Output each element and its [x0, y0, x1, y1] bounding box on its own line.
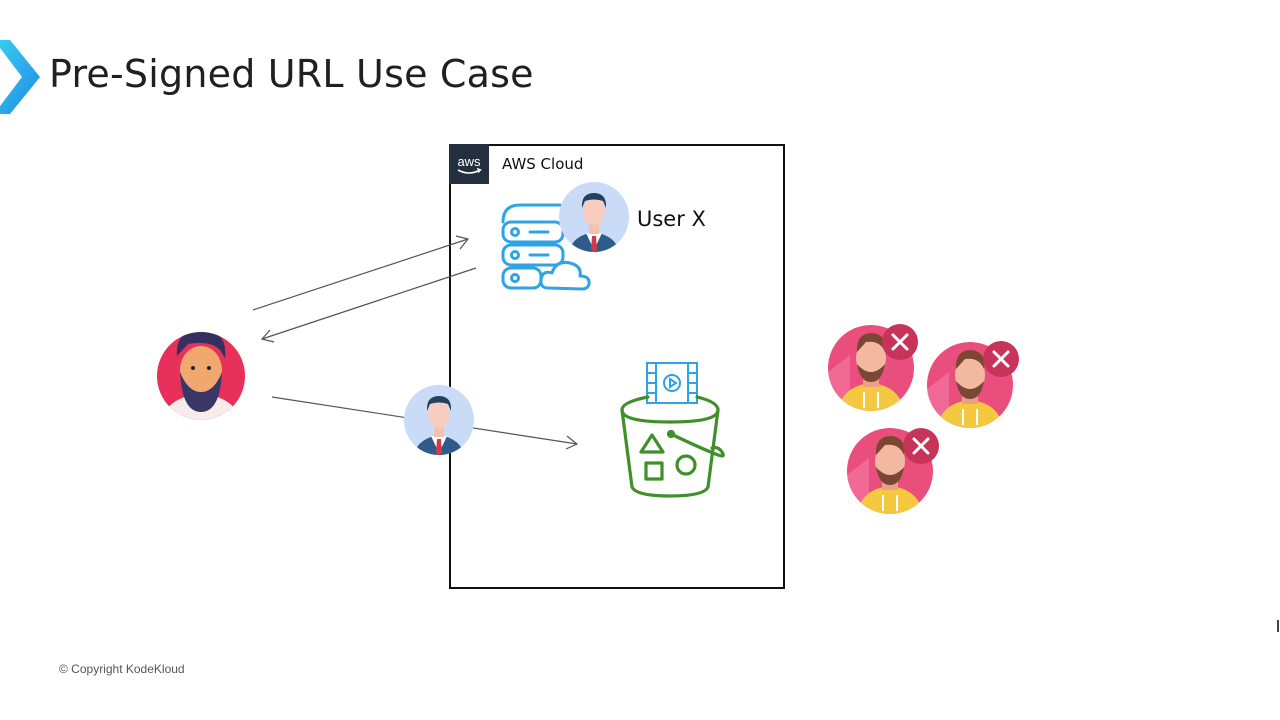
cloud-server-icon — [501, 203, 591, 291]
edge-server-to-client — [260, 267, 477, 343]
denied-user-3-icon — [847, 428, 939, 514]
edge-client-to-server — [252, 235, 470, 311]
user-x-avatar-icon — [559, 182, 629, 252]
title-chevron-icon — [0, 40, 40, 114]
s3-bucket-icon — [620, 395, 725, 498]
aws-cloud-label: AWS Cloud — [502, 155, 584, 173]
copyright-footer: © Copyright KodeKloud — [59, 662, 185, 676]
aws-cloud-group — [449, 144, 785, 589]
client-user-avatar-icon — [157, 332, 245, 420]
video-file-icon — [646, 362, 698, 404]
aws-logo-icon: aws — [449, 144, 489, 184]
denied-user-1-icon — [828, 324, 918, 411]
presigned-user-avatar-icon — [404, 385, 474, 455]
edge-marker — [1277, 620, 1279, 632]
aws-badge-text: aws — [457, 154, 481, 169]
user-x-label: User X — [637, 207, 706, 231]
page-title: Pre-Signed URL Use Case — [49, 52, 534, 96]
denied-user-2-icon — [927, 341, 1019, 428]
